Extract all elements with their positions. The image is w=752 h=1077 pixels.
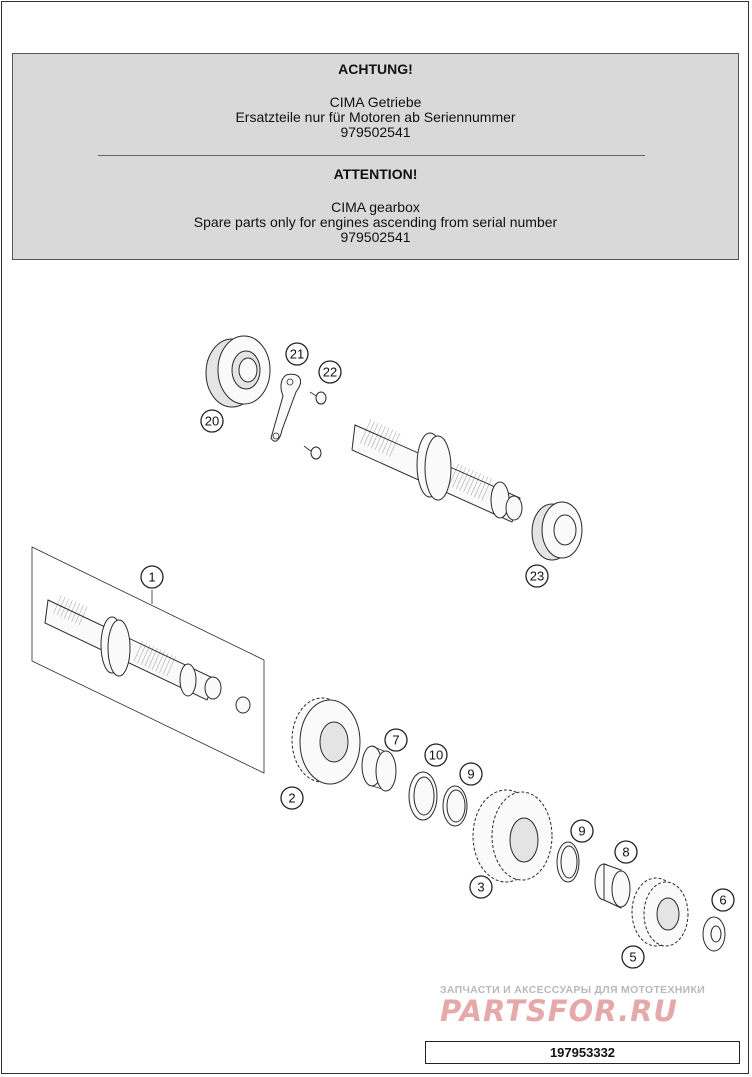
svg-text:7: 7 [392,733,399,748]
svg-text:9: 9 [467,767,474,782]
screw-part-22[interactable] [303,391,327,460]
svg-text:23: 23 [530,569,544,584]
svg-text:20: 20 [205,414,219,429]
callout-23[interactable]: 23 [525,564,549,588]
callout-9-lower[interactable]: 9 [570,819,594,843]
callout-22[interactable]: 22 [318,360,342,384]
bearing-part-23[interactable] [531,501,583,561]
notice-en-line2: Spare parts only for engines ascending f… [193,214,558,230]
svg-text:21: 21 [290,347,304,362]
callout-9-upper[interactable]: 9 [459,762,483,786]
svg-text:22: 22 [323,365,337,380]
gear-part-2[interactable] [291,697,361,785]
shaft-assembly-part-1[interactable] [31,546,265,774]
gear-part-5[interactable] [631,877,689,947]
callout-8[interactable]: 8 [614,840,638,864]
svg-text:1: 1 [148,570,155,585]
notice-de-line2: Ersatzteile nur für Motoren ab Seriennum… [235,109,516,125]
svg-text:2: 2 [288,791,295,806]
callout-5[interactable]: 5 [621,945,645,969]
watermark-tagline: ЗАПЧАСТИ И АКСЕССУАРЫ ДЛЯ МОТОТЕХНИКИ [440,984,706,996]
callout-21[interactable]: 21 [285,342,309,366]
callout-10[interactable]: 10 [424,743,448,767]
needle-bearing-part-7[interactable] [361,745,397,792]
svg-text:10: 10 [429,748,443,763]
washer-part-6[interactable] [702,916,726,952]
callout-6[interactable]: 6 [711,888,735,912]
circlip-part-9-a[interactable] [442,785,468,827]
bearing-part-20[interactable] [205,335,271,408]
callout-20[interactable]: 20 [200,409,224,433]
bracket-part-21[interactable] [270,373,301,442]
svg-text:5: 5 [629,950,636,965]
notice-de-serial: 979502541 [340,124,411,140]
watermark: ЗАПЧАСТИ И АКСЕССУАРЫ ДЛЯ МОТОТЕХНИКИ PA… [440,984,740,1028]
svg-text:8: 8 [622,845,629,860]
svg-text:9: 9 [578,824,585,839]
callout-2[interactable]: 2 [280,786,304,810]
notice-heading-de: ACHTUNG! [338,61,413,77]
notice-heading-en: ATTENTION! [333,166,418,182]
ring-part-10[interactable] [408,771,438,821]
callout-1[interactable]: 1 [140,565,164,589]
notice-separator [98,155,645,156]
gear-part-3[interactable] [472,789,553,883]
circlip-part-9-b[interactable] [556,841,580,883]
callout-3[interactable]: 3 [469,875,493,899]
bushing-part-8[interactable] [594,863,631,909]
notice-de-line1: CIMA Getriebe [329,94,422,110]
svg-text:3: 3 [477,880,484,895]
svg-text:6: 6 [719,893,726,908]
watermark-logo: PARTSFOR.RU [440,994,678,1028]
notice-en-line1: CIMA gearbox [331,199,420,215]
drawing-number: 197953332 [425,1041,740,1064]
callout-7[interactable]: 7 [384,728,408,752]
notice-box: ACHTUNG! CIMA Getriebe Ersatzteile nur f… [12,53,739,260]
main-shaft-assembly[interactable] [351,418,523,523]
notice-en-serial: 979502541 [340,229,411,245]
